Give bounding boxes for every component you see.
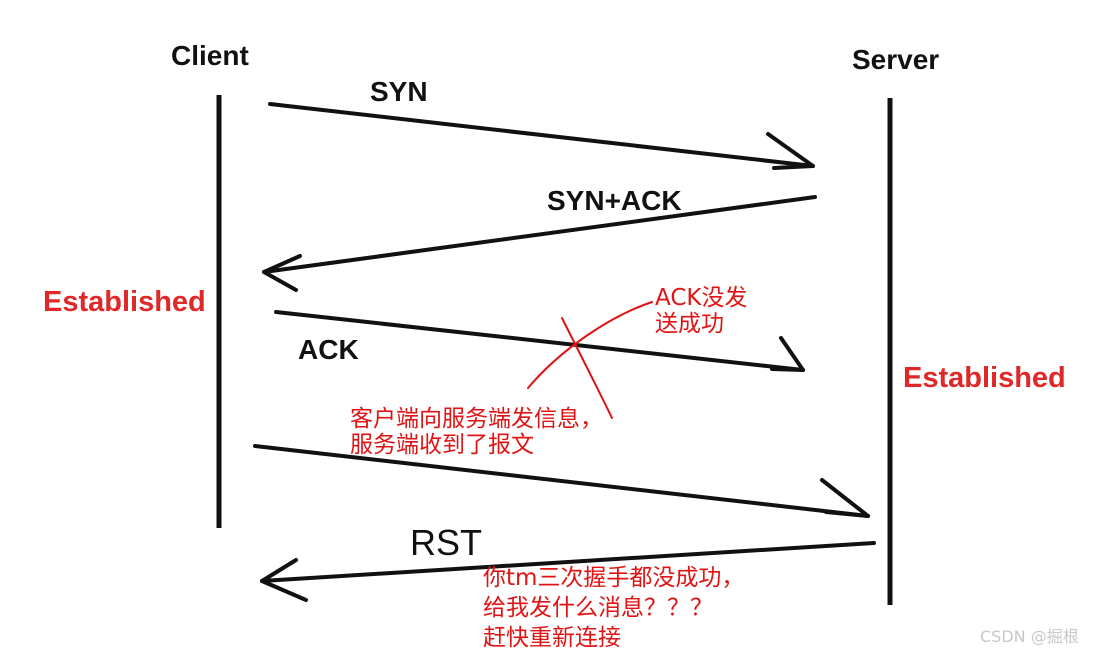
- syn-ack-label: SYN+ACK: [547, 185, 682, 216]
- data-arrow: [253, 444, 870, 518]
- rst-reason-line-1: 你tm三次握手都没成功，: [483, 565, 745, 591]
- ack-not-sent-line-1: ACK没发: [655, 285, 748, 311]
- client-sends-data-line-2: 服务端收到了报文: [350, 432, 534, 459]
- ack-not-sent-note: ACK没发 送成功: [655, 285, 747, 338]
- syn-ack-arrow: [262, 195, 817, 292]
- server-label: Server: [852, 44, 940, 75]
- client-label: Client: [171, 40, 249, 71]
- client-established-label: Established: [43, 286, 206, 318]
- rst-reason-note: 你tm三次握手都没成功， 给我发什么消息？？？ 赶快重新连接: [483, 564, 744, 654]
- rst-reason-line-3: 赶快重新连接: [483, 624, 621, 651]
- ack-not-sent-line-2: 送成功: [655, 311, 724, 338]
- syn-arrow: [268, 102, 815, 170]
- rst-arrow: [260, 541, 876, 602]
- rst-reason-line-2: 给我发什么消息？？？: [483, 594, 713, 621]
- cross-mark: [527, 301, 653, 419]
- client-sends-data-line-1: 客户端向服务端发信息，: [350, 406, 603, 432]
- ack-label: ACK: [298, 334, 359, 365]
- server-established-label: Established: [903, 362, 1066, 394]
- ack-arrow: [274, 310, 805, 372]
- syn-label: SYN: [370, 76, 428, 107]
- watermark: CSDN @掘根: [980, 627, 1079, 646]
- client-sends-data-note: 客户端向服务端发信息， 服务端收到了报文: [350, 406, 603, 459]
- rst-label: RST: [410, 522, 482, 563]
